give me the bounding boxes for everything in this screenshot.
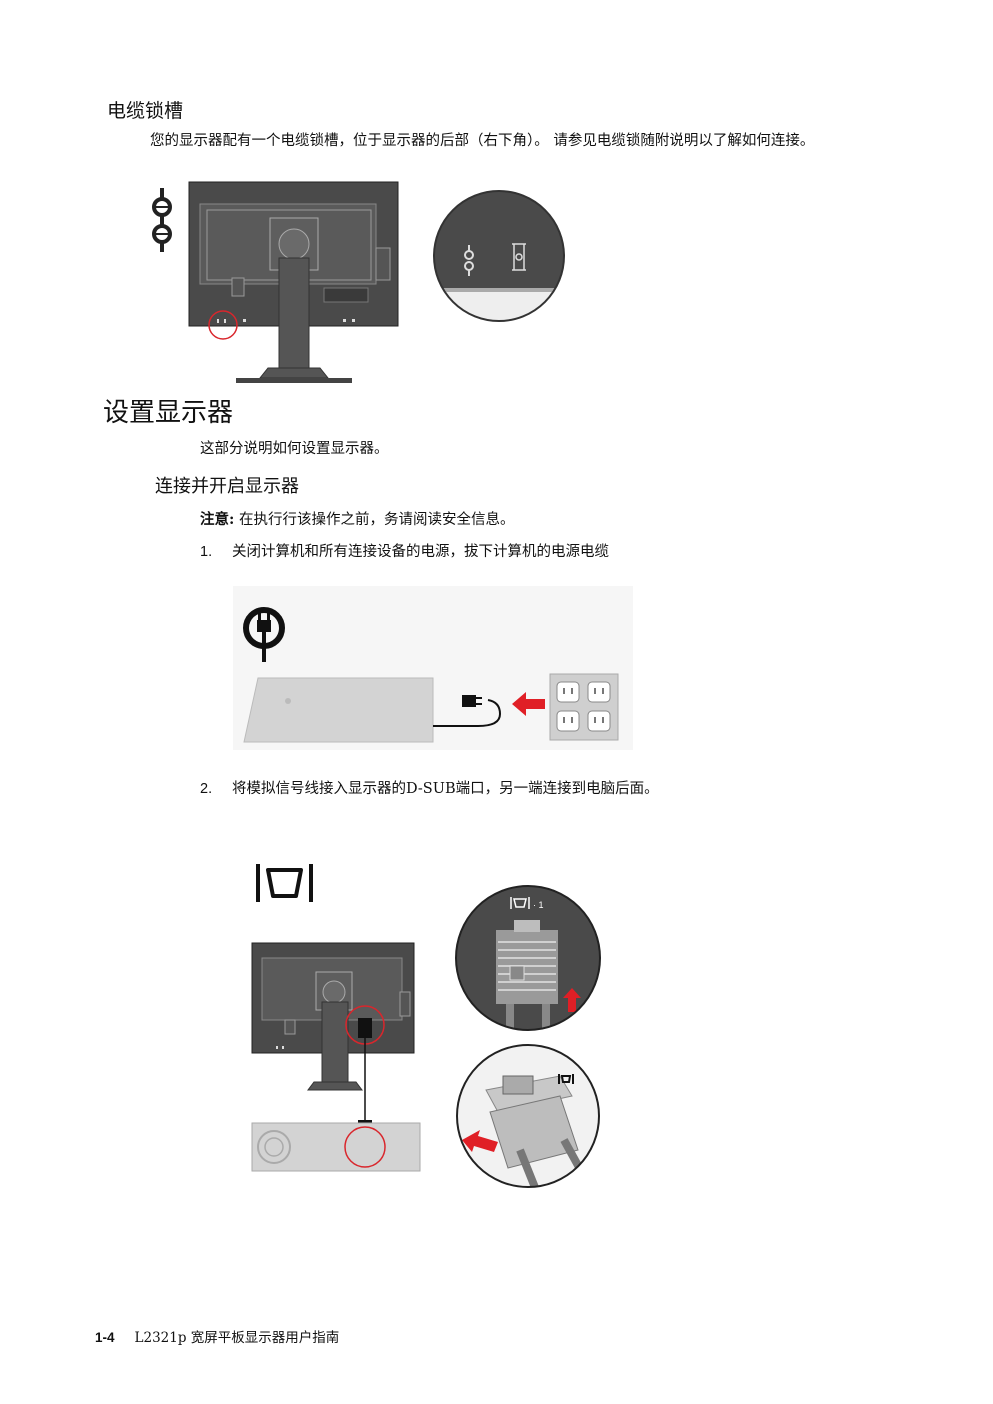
vga-port-icon [256,864,313,902]
lock-slot-zoom-illustration [433,190,565,322]
page-footer: 1-4 L2321p 宽屏平板显示器用户指南 [95,1326,339,1346]
monitor-back-illustration [188,181,399,383]
cable-lock-icon [152,188,172,252]
section-heading-setup: 设置显示器 [103,398,234,428]
computer-case-illustration [251,1122,421,1172]
computer-case-illustration [243,677,434,743]
power-plug-icon [243,607,285,662]
step-text: 关闭计算机和所有连接设备的电源，拔下计算机的电源电缆 [232,544,609,560]
power-cord-plug [462,695,482,707]
note-label: 注意: [200,511,235,528]
step-text: 将模拟信号线接入显示器的D-SUB端口，另一端连接到电脑后面。 [232,781,659,797]
section-heading-connect: 连接并开启显示器 [155,476,299,497]
safety-note: 注意: 在执行行该操作之前，务请阅读安全信息。 [200,508,514,529]
wall-outlet-illustration [549,673,619,741]
monitor-back-illustration [251,942,415,1091]
port-number-label: · 1 [533,900,544,910]
monitor-port-zoom-illustration: · 1 [455,885,601,1031]
power-unplug-figure [233,586,633,750]
step-number: 1. [200,544,213,560]
page-number: 1-4 [95,1330,115,1345]
cable-lock-description: 您的显示器配有一个电缆锁槽，位于显示器的后部（右下角）。 请参见电缆锁随附说明以… [150,133,815,149]
red-arrow-icon [512,692,545,716]
step-number: 2. [200,781,213,797]
section-heading-cable-lock: 电缆锁槽 [107,100,184,122]
dsub-connection-figure: · 1 [251,864,601,1188]
setup-intro: 这部分说明如何设置显示器。 [200,441,389,457]
document-title: L2321p 宽屏平板显示器用户指南 [134,1330,340,1346]
note-text: 在执行行该操作之前，务请阅读安全信息。 [234,512,515,528]
cable-lock-figure [152,181,565,383]
lock-slot-highlight [208,310,238,340]
computer-port-highlight [344,1126,386,1168]
computer-port-zoom-illustration [456,1044,600,1188]
step-1: 1. 关闭计算机和所有连接设备的电源，拔下计算机的电源电缆 [200,540,609,561]
step-2: 2. 将模拟信号线接入显示器的D-SUB端口，另一端连接到电脑后面。 [200,777,659,798]
